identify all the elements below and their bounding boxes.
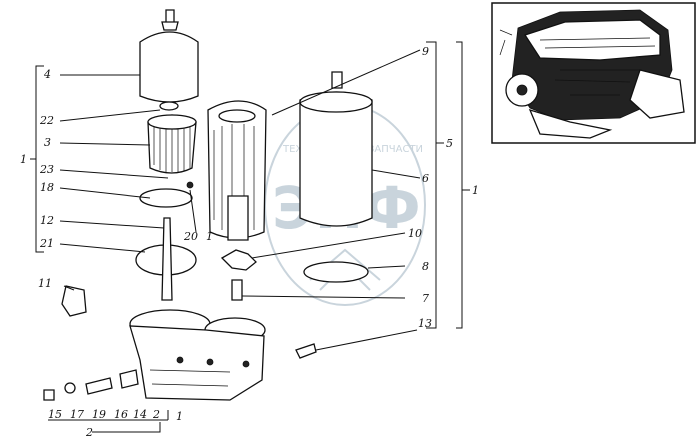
- element-top: [147, 114, 197, 130]
- part-11-plug: [61, 285, 87, 317]
- callout-4: 4: [43, 68, 51, 81]
- leader-23: [59, 169, 169, 179]
- callout-labels: 4 22 3 23 18 12 21 1 20 1 9 5 6 1 10 8 7…: [20, 45, 479, 439]
- part-18-gasket: [139, 188, 193, 208]
- callout-8: 8: [422, 260, 429, 273]
- base-bolt-2: [206, 358, 214, 366]
- watermark-top-right-text: ЗАПЧАСТИ: [368, 144, 423, 155]
- leader-7: [241, 295, 406, 299]
- leader-lines: [30, 41, 470, 433]
- bracket-5: [426, 41, 444, 329]
- housing-group: [207, 100, 267, 241]
- part-13-fitting: [295, 343, 317, 359]
- leader-20: [189, 189, 197, 233]
- small-parts-group: [61, 249, 317, 359]
- callout-6: 6: [422, 172, 429, 185]
- engine-head: [523, 19, 661, 61]
- callout-3: 3: [44, 136, 51, 149]
- callout-14: 14: [133, 408, 147, 421]
- bracket-1-right: [456, 41, 470, 329]
- base-body-group: [43, 309, 266, 401]
- callout-1-right: 1: [472, 184, 479, 197]
- callout-10: 10: [408, 227, 422, 240]
- part-20-pin: [186, 181, 194, 189]
- engine-pulley-hub: [516, 84, 528, 96]
- leader-8: [367, 265, 406, 269]
- leader-10: [251, 232, 406, 259]
- callout-2-bottom: 2: [85, 426, 93, 439]
- leader-9: [271, 49, 421, 116]
- part-7-screw: [231, 279, 243, 301]
- part-19-spring: [85, 377, 113, 395]
- part-2-base-body: [129, 325, 265, 401]
- cap-bolt-head: [161, 21, 179, 31]
- part-22-ring: [159, 101, 179, 111]
- callout-16: 16: [114, 408, 128, 421]
- callout-19: 19: [92, 408, 106, 421]
- engine-gearbox: [629, 69, 685, 119]
- callout-7: 7: [422, 292, 429, 305]
- part-15-plug: [43, 389, 55, 401]
- underline-bottom-2: [92, 422, 161, 433]
- part-8-gasket: [303, 261, 369, 283]
- callout-1-bottom: 1: [176, 410, 183, 423]
- callout-11: 11: [38, 277, 52, 290]
- filter-cap-group: [135, 9, 199, 301]
- leader-12: [59, 220, 165, 229]
- callout-5: 5: [446, 137, 453, 150]
- leader-21: [59, 243, 146, 253]
- leader-6: [371, 169, 421, 179]
- callout-23: 23: [39, 163, 54, 176]
- callout-13: 13: [418, 317, 432, 330]
- leader-22: [59, 109, 161, 122]
- part-16-valve: [119, 369, 139, 389]
- callout-1-mid: 1: [206, 230, 213, 243]
- engine-sump: [528, 108, 613, 139]
- bracket-1-left: [30, 65, 44, 253]
- engine-inset: [491, 2, 696, 144]
- housing-spout: [227, 195, 249, 241]
- underline-bottom: [48, 410, 169, 421]
- callout-2: 2: [152, 408, 160, 421]
- base-bolt-3: [242, 360, 250, 368]
- part-10-washer: [220, 249, 257, 271]
- leader-18: [59, 187, 151, 199]
- leader-13: [315, 329, 418, 351]
- callout-9: 9: [422, 45, 429, 58]
- callout-21: 21: [39, 237, 54, 250]
- leader-3: [59, 142, 151, 146]
- base-bolt-1: [176, 356, 184, 364]
- engine-detail-lines: [539, 37, 656, 96]
- element-pleats: [153, 120, 191, 172]
- callout-15: 15: [48, 408, 62, 421]
- part-4-cap: [139, 31, 199, 103]
- leader-11: [63, 285, 75, 291]
- housing-top: [218, 109, 256, 123]
- housing-hatching: [213, 124, 255, 234]
- base-body-ribs: [149, 369, 231, 387]
- callout-1-left: 1: [20, 153, 27, 166]
- engine-fan: [499, 29, 513, 56]
- callout-18: 18: [40, 181, 54, 194]
- part-17-washer: [64, 382, 76, 394]
- cup-bolt: [331, 71, 343, 89]
- callout-17: 17: [70, 408, 84, 421]
- callout-20: 20: [183, 230, 198, 243]
- callout-22: 22: [39, 114, 54, 127]
- callout-12: 12: [40, 214, 54, 227]
- cup-group: [299, 71, 373, 283]
- part-12-rod: [161, 217, 173, 301]
- part-9-housing: [207, 100, 267, 239]
- cup-rim: [299, 91, 373, 113]
